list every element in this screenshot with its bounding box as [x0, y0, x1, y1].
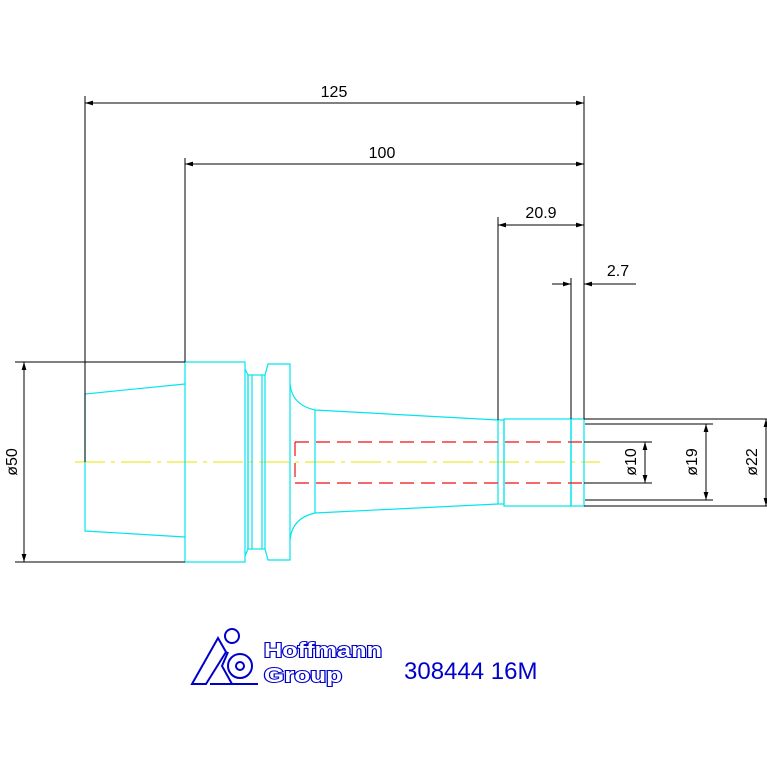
logo-text-line2: Group — [264, 665, 342, 687]
dimension-lines — [21, 100, 767, 562]
dim-label-125: 125 — [321, 84, 348, 101]
dim-label-dia-19: ø19 — [684, 448, 701, 476]
part-outline — [84, 361, 585, 563]
dim-label-dia-22: ø22 — [744, 448, 761, 476]
dim-label-100: 100 — [369, 145, 396, 162]
logo-emblem-icon — [190, 628, 258, 685]
dim-label-20-9: 20.9 — [525, 205, 556, 222]
dim-label-dia-50: ø50 — [4, 448, 21, 476]
extension-lines — [15, 96, 767, 563]
part-number: 308444 16M — [404, 658, 537, 685]
logo-text-line1: Hoffmann — [264, 640, 382, 662]
hidden-bore — [294, 441, 584, 484]
dim-label-dia-10: ø10 — [623, 448, 640, 476]
dim-label-2-7: 2.7 — [607, 263, 629, 280]
hoffmann-logo: Hoffmann Group — [190, 628, 383, 688]
